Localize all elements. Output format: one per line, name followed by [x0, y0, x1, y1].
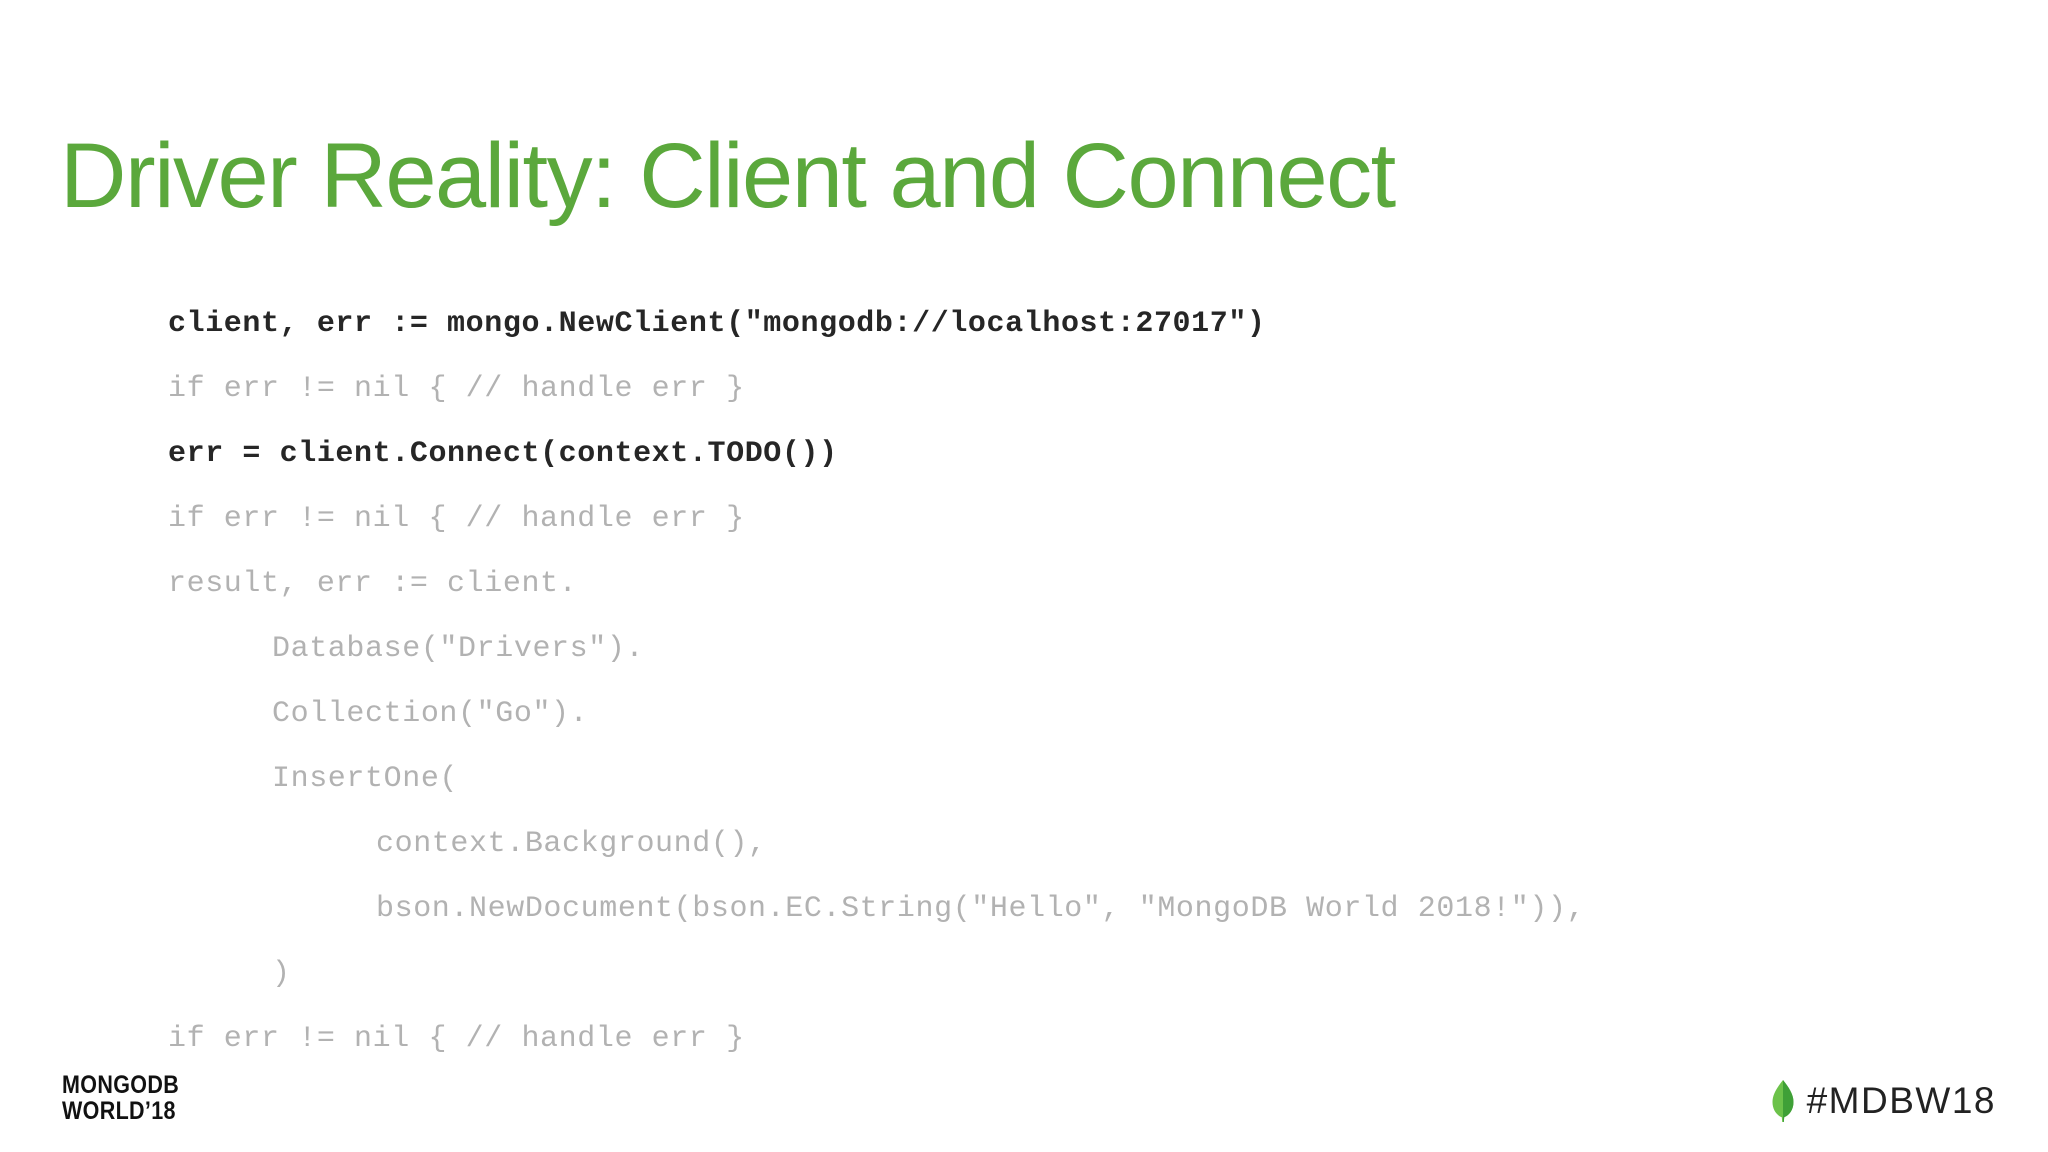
code-line: err = client.Connect(context.TODO())	[168, 437, 838, 471]
code-line: Collection("Go").	[272, 697, 589, 731]
code-line: if err != nil { // handle err }	[168, 372, 745, 406]
event-hashtag: #MDBW18	[1771, 1080, 1996, 1122]
mongodb-world-logo: MONGODB WORLD’18	[62, 1072, 179, 1124]
code-line: if err != nil { // handle err }	[168, 502, 745, 536]
code-line: )	[272, 957, 291, 991]
page-title: Driver Reality: Client and Connect	[60, 124, 1396, 227]
code-line: InsertOne(	[272, 762, 459, 796]
code-line: result, err := client.	[168, 567, 578, 601]
hashtag-label: #MDBW18	[1806, 1080, 1996, 1121]
code-line: context.Background(),	[376, 827, 767, 861]
mongodb-leaf-icon	[1772, 1080, 1794, 1122]
code-line: if err != nil { // handle err }	[168, 1022, 745, 1056]
code-block: client, err := mongo.NewClient("mongodb:…	[168, 292, 1968, 1072]
code-line: bson.NewDocument(bson.EC.String("Hello",…	[376, 892, 1586, 926]
code-line: Database("Drivers").	[272, 632, 645, 666]
code-line: client, err := mongo.NewClient("mongodb:…	[168, 307, 1266, 341]
logo-line-world18: WORLD’18	[62, 1097, 176, 1125]
logo-line-mongodb: MONGODB	[62, 1071, 180, 1099]
